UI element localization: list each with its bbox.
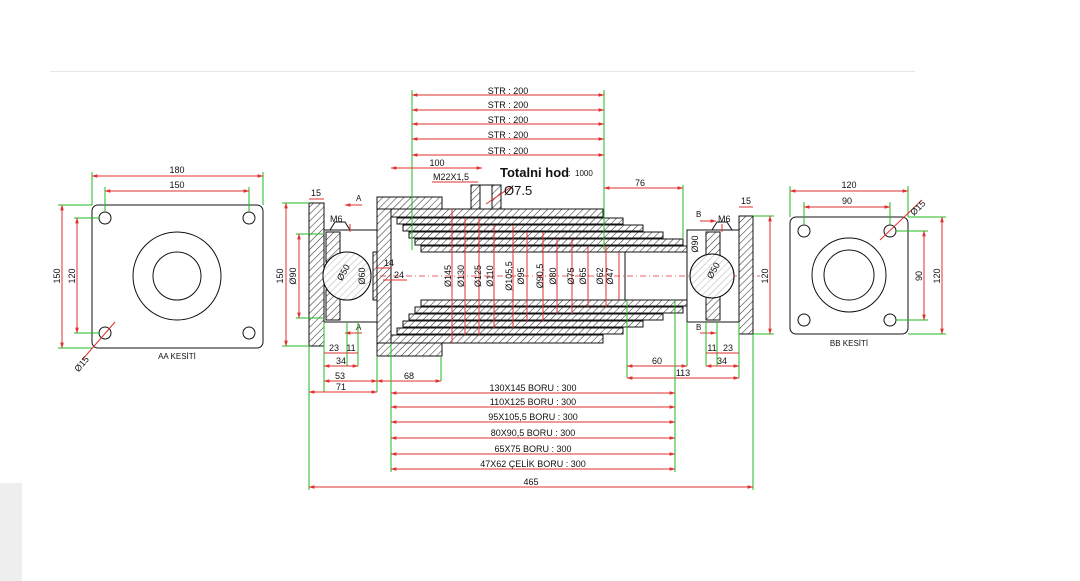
bb-inner-ring: [823, 249, 875, 301]
stroke-label-2: STR : 200: [488, 100, 529, 110]
tube-label-2: 110X125 BORU : 300: [490, 397, 576, 407]
left-dim-71: 71: [336, 382, 346, 392]
view-bb: 120 90 90 120 Ø15 BB KESİTİ: [789, 180, 946, 348]
bb-dim-90-height: 90: [914, 271, 924, 281]
left-dim-34: 34: [336, 356, 346, 366]
aa-dim-180: 180: [169, 165, 184, 175]
dia-62: Ø62: [595, 267, 605, 284]
bb-dim-120-height: 120: [932, 268, 942, 283]
stroke-label-4: STR : 200: [488, 130, 529, 140]
tube-label-4: 80X90,5 BORU : 300: [491, 428, 576, 438]
left-dim-53: 53: [335, 371, 345, 381]
bb-bolt-hole-tl: [797, 224, 811, 238]
dia-65: Ø65: [578, 267, 588, 284]
aa-dim-150-height: 150: [52, 268, 62, 283]
dia-95: Ø95: [516, 267, 526, 284]
dia-110: Ø110: [485, 265, 495, 286]
left-dim-90: Ø90: [288, 267, 298, 284]
left-dim-60: Ø60: [357, 267, 367, 284]
dim-15-right: 15: [741, 196, 751, 206]
left-m6-label: M6: [330, 214, 343, 224]
dia-145: Ø145: [443, 265, 453, 287]
total-stroke-label: Totalni hod: [500, 165, 569, 180]
left-dim-11: 11: [346, 343, 355, 353]
right-dim-90: Ø90: [690, 235, 700, 252]
right-dim-120: 120: [760, 268, 770, 283]
aa-dim-hole: Ø15: [72, 354, 91, 373]
dia-125: Ø125: [473, 265, 483, 287]
left-section-mark-bottom: A: [356, 323, 362, 332]
stroke-dimensions: STR : 200 STR : 200 STR : 200 STR : 200 …: [309, 86, 753, 250]
bb-flange-plate: [789, 216, 909, 335]
dia-80: Ø80: [548, 267, 558, 284]
left-edge-strip: [0, 483, 22, 581]
view-aa: 180 150 150 120 Ø15 AA KESİTİ: [52, 165, 264, 374]
port-thread-label: M22X1,5: [433, 172, 469, 182]
cylinder-section: [308, 184, 760, 357]
dia-90-5: Ø90,5: [535, 264, 545, 289]
bb-bolt-hole-br: [883, 313, 897, 327]
total-stroke-colon: :: [568, 168, 571, 178]
inner-diameter-labels: Ø145 Ø130 Ø125 Ø110 Ø105,5 Ø95 Ø90,5 Ø80…: [443, 209, 620, 343]
tube-label-1: 130X145 BORU : 300: [489, 383, 576, 393]
bb-caption: BB KESİTİ: [830, 339, 868, 348]
aa-bolt-hole-tr: [242, 211, 256, 225]
left-dim-14: 14: [384, 258, 394, 268]
aa-flange-plate: [91, 204, 264, 349]
left-dim-150: 150: [275, 268, 285, 283]
overall-length: 465: [523, 477, 538, 487]
right-m6-label: M6: [718, 214, 731, 224]
aa-dim-150-width: 150: [169, 180, 184, 190]
left-mount-plate: [308, 202, 325, 347]
stroke-label-3: STR : 200: [488, 115, 529, 125]
aa-bolt-hole-br: [242, 326, 256, 340]
dim-100: 100: [429, 158, 444, 168]
bb-bolt-hole-bl: [797, 313, 811, 327]
top-divider-line: [50, 71, 915, 72]
right-dim-60: 60: [652, 356, 662, 366]
tube-stages-top: [390, 208, 688, 253]
aa-bolt-hole-tl: [98, 211, 112, 225]
aa-outer-ring: [132, 231, 222, 321]
dim-76: 76: [635, 178, 645, 188]
left-section-mark-top: A: [356, 194, 362, 203]
left-dim-68: 68: [404, 371, 414, 381]
right-dim-113: 113: [676, 368, 690, 378]
dia-130: Ø130: [456, 265, 466, 287]
bb-dim-hole: Ø15: [908, 198, 927, 217]
dia-47: Ø47: [605, 267, 615, 284]
dim-15-left: 15: [311, 188, 321, 198]
bb-dim-90-width: 90: [842, 196, 852, 206]
stroke-label-1: STR : 200: [488, 86, 529, 96]
dia-75: Ø75: [566, 267, 576, 284]
tube-label-3: 95X105,5 BORU : 300: [488, 412, 578, 422]
port-hole-label: Ø7.5: [504, 183, 532, 198]
bb-dim-120-width: 120: [841, 180, 856, 190]
tube-label-5: 65X75 BORU : 300: [494, 444, 571, 454]
left-dim-23: 23: [329, 343, 339, 353]
tube-label-6: 47X62 ÇELİK BORU : 300: [480, 459, 586, 469]
tube-length-dimensions: 130X145 BORU : 300 110X125 BORU : 300 95…: [308, 300, 754, 489]
stroke-label-5: STR : 200: [488, 146, 529, 156]
left-end-cap: [376, 196, 392, 357]
left-dim-24: 24: [394, 270, 404, 280]
tube-stages-bottom: [390, 299, 688, 344]
total-stroke-value: 1000: [575, 169, 593, 178]
aa-caption: AA KESİTİ: [158, 352, 196, 361]
aa-dim-120: 120: [67, 268, 77, 283]
bb-outer-ring: [811, 237, 887, 313]
right-dim-23: 23: [723, 343, 733, 353]
right-section-mark-bottom: B: [696, 323, 701, 332]
right-mount-plate: [738, 215, 754, 335]
right-section-mark-top: B: [696, 210, 701, 219]
right-dim-34: 34: [717, 356, 727, 366]
dia-105-5: Ø105,5: [504, 261, 514, 291]
right-dim-11: 11: [707, 343, 716, 353]
aa-inner-ring: [152, 251, 202, 301]
